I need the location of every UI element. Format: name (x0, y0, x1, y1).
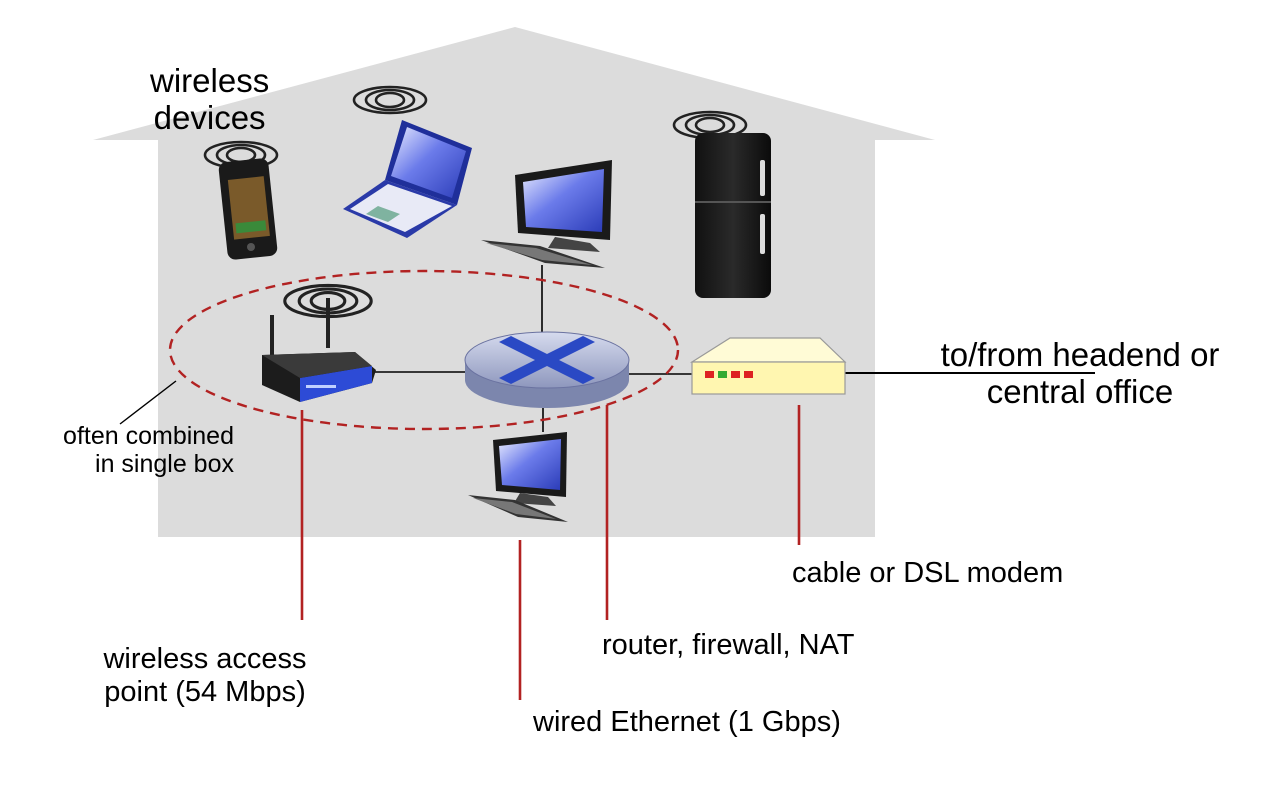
desktop-icon (468, 432, 568, 522)
label-access-point: wireless access point (54 Mbps) (80, 643, 330, 709)
label-router: router, firewall, NAT (602, 629, 855, 661)
combined-box-ellipse (168, 269, 680, 431)
wireless-router-icon (262, 298, 376, 402)
label-modem: cable or DSL modem (792, 557, 1064, 589)
label-wireless-devices-line2: devices (153, 99, 266, 137)
laptop-icon (343, 120, 472, 238)
router-icon (464, 331, 630, 408)
label-headend-line2: central office (986, 373, 1174, 411)
label-wireless-devices-line1: wireless (150, 62, 270, 99)
label-access-point-line2: point (54 Mbps) (104, 675, 306, 708)
phone-icon (218, 158, 278, 260)
label-wireless-devices: wireless devices (150, 62, 269, 137)
label-ethernet: wired Ethernet (1 Gbps) (533, 706, 841, 738)
label-headend: to/from headend or central office (905, 336, 1255, 411)
label-often-combined-line1: often combined (63, 422, 234, 450)
refrigerator-icon (695, 133, 771, 298)
label-often-combined: often combined in single box (12, 422, 234, 479)
desktop-icon (481, 160, 612, 268)
label-headend-line1: to/from headend or (940, 336, 1220, 373)
modem-icon (689, 337, 847, 395)
label-often-combined-line2: in single box (95, 450, 234, 479)
label-access-point-line1: wireless access (103, 643, 307, 675)
often-combined-pointer (119, 380, 177, 425)
